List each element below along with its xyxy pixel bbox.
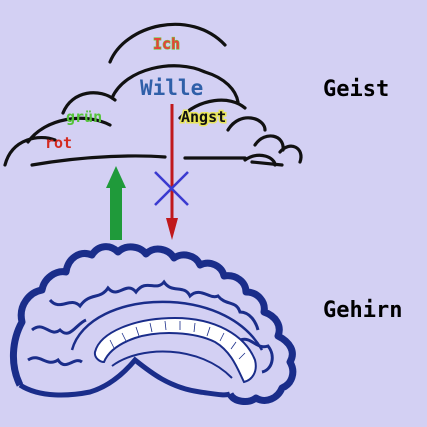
label-ich: Ich — [153, 35, 180, 53]
label-rot: rot — [45, 134, 72, 152]
label-angst: Angst — [181, 108, 226, 126]
label-gruen: grün — [66, 108, 102, 126]
cloud-outline-icon — [3, 22, 303, 167]
arrow-up-icon — [106, 166, 126, 240]
heading-geist: Geist — [323, 77, 389, 102]
arrow-down-icon — [166, 104, 178, 240]
label-wille: Wille — [140, 76, 203, 100]
brain-sagittal-icon — [9, 243, 297, 405]
cross-icon — [154, 171, 189, 206]
heading-gehirn: Gehirn — [323, 298, 402, 323]
